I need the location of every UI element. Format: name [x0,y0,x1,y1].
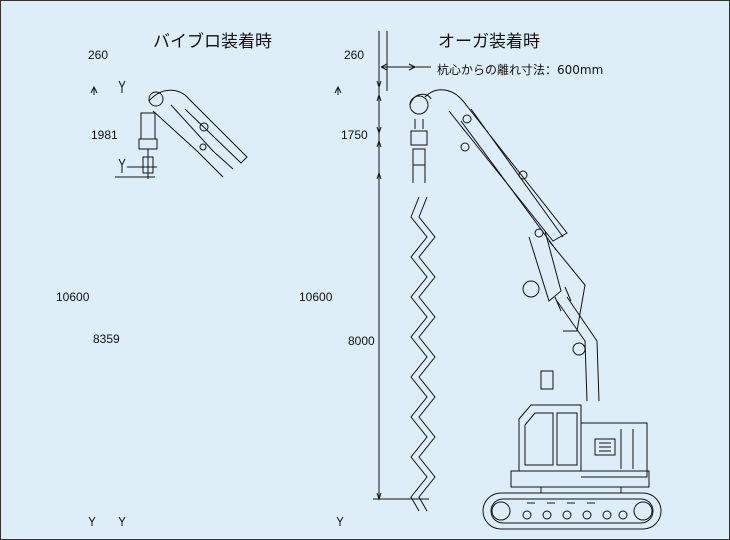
vibro-dim-total: 10600 [56,290,90,304]
excavator-body [510,404,650,493]
auger-title: オーガ装着時 [438,32,540,52]
auger-tool [409,93,436,512]
auger-dim-auger: 8000 [348,334,375,348]
auger-dim-head: 1750 [341,128,368,142]
auger-dimension-lines [334,31,431,526]
offset-note: 杭心からの離れ寸法：600mm [437,63,604,77]
excavator-crawler [482,492,662,530]
excavator-boom [424,89,600,402]
vibro-dim-top: 260 [88,48,109,62]
vibro-dimension-marks [88,80,155,526]
auger-dim-top: 260 [344,48,365,62]
vibro-dim-head: 1981 [91,128,118,142]
vibro-dim-lower: 8359 [93,332,120,346]
auger-dim-total: 10600 [299,290,333,304]
vibro-title: バイブロ装着時 [153,32,272,52]
vibro-boom-sketch [127,89,248,179]
